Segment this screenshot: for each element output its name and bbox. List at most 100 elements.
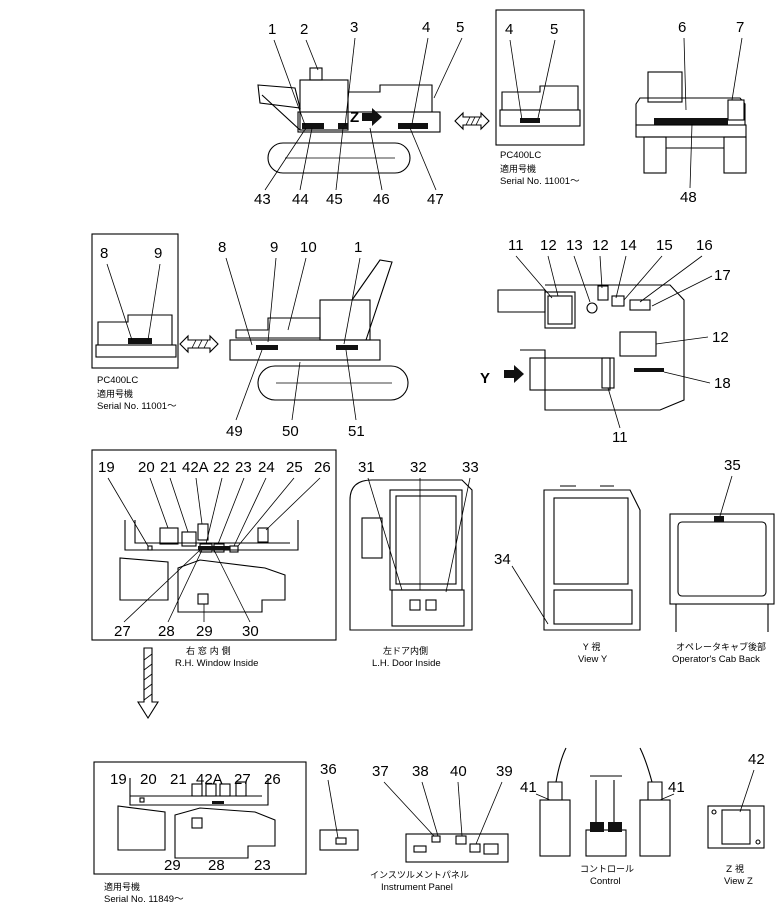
callout-39: 39 xyxy=(496,763,513,780)
callout-29: 29 xyxy=(196,623,213,640)
callout-12: 12 xyxy=(540,237,557,254)
instrument-panel-drawing xyxy=(405,833,509,863)
callout-5: 5 xyxy=(456,19,464,36)
callout-23-b: 23 xyxy=(254,857,271,874)
double-arrow-icon xyxy=(454,111,490,131)
callout-51: 51 xyxy=(348,423,365,440)
callout-4-inset: 4 xyxy=(505,21,513,38)
callout-23: 23 xyxy=(235,459,252,476)
callout-29-b: 29 xyxy=(164,857,181,874)
lh-door-drawing xyxy=(349,479,473,631)
callout-33: 33 xyxy=(462,459,479,476)
excavator-top-view: Y xyxy=(480,284,685,411)
cab-back-drawing xyxy=(669,513,775,632)
callout-14: 14 xyxy=(620,237,637,254)
callout-7: 7 xyxy=(736,19,744,36)
callout-31: 31 xyxy=(358,459,375,476)
callout-42: 42 xyxy=(748,751,765,768)
caption-pc400lc-2: PC400LC xyxy=(97,375,138,386)
callout-2: 2 xyxy=(300,21,308,38)
view-y-drawing xyxy=(543,485,641,631)
callout-26-b: 26 xyxy=(264,771,281,788)
callout-1-middle: 1 xyxy=(354,239,362,256)
control-levers-drawing xyxy=(539,747,671,857)
caption-serial-3: Serial No. 11849～ xyxy=(104,894,184,905)
callout-16: 16 xyxy=(696,237,713,254)
callout-35: 35 xyxy=(724,457,741,474)
callout-42A: 42A xyxy=(182,459,209,476)
caption-cab-back: Operator's Cab Back xyxy=(672,654,760,665)
caption-instrument: Instrument Panel xyxy=(381,882,453,893)
callout-19: 19 xyxy=(98,459,115,476)
callout-24: 24 xyxy=(258,459,275,476)
pc400lc-inset-middle xyxy=(91,233,179,369)
callout-20: 20 xyxy=(138,459,155,476)
caption-serial-jp-1: 適用号機 xyxy=(500,163,536,175)
callout-12-b: 12 xyxy=(592,237,609,254)
caption-serial-jp-3: 適用号機 xyxy=(104,881,140,893)
callout-22: 22 xyxy=(213,459,230,476)
callout-26: 26 xyxy=(314,459,331,476)
callout-41: 41 xyxy=(520,779,537,796)
callout-34: 34 xyxy=(494,551,511,568)
callout-3: 3 xyxy=(350,19,358,36)
callout-50: 50 xyxy=(282,423,299,440)
callout-30: 30 xyxy=(242,623,259,640)
callout-48: 48 xyxy=(680,189,697,206)
caption-lh-door: L.H. Door Inside xyxy=(372,658,441,669)
callout-10: 10 xyxy=(300,239,317,256)
callout-47: 47 xyxy=(427,191,444,208)
excavator-rear-view xyxy=(635,71,747,174)
callout-43: 43 xyxy=(254,191,271,208)
callout-13: 13 xyxy=(566,237,583,254)
pc400lc-inset-top xyxy=(495,9,585,146)
callout-27: 27 xyxy=(114,623,131,640)
callout-9: 9 xyxy=(270,239,278,256)
caption-serial-jp-2: 適用号機 xyxy=(97,388,133,400)
rh-window-serial-11849-inset xyxy=(93,761,307,875)
callout-21-b: 21 xyxy=(170,771,187,788)
callout-28-b: 28 xyxy=(208,857,225,874)
callout-40: 40 xyxy=(450,763,467,780)
callout-32: 32 xyxy=(410,459,427,476)
callout-5-inset: 5 xyxy=(550,21,558,38)
callout-12-c: 12 xyxy=(712,329,729,346)
callout-9-inset: 9 xyxy=(154,245,162,262)
caption-instrument-jp: インスツルメントパネル xyxy=(370,870,469,881)
rh-window-inset xyxy=(91,449,337,641)
callout-17: 17 xyxy=(714,267,731,284)
excavator-side-view-middle xyxy=(229,259,409,401)
callout-36: 36 xyxy=(320,761,337,778)
callout-25: 25 xyxy=(286,459,303,476)
callout-6: 6 xyxy=(678,19,686,36)
callout-11-b: 11 xyxy=(612,429,628,446)
callout-27-b: 27 xyxy=(234,771,251,788)
callout-8: 8 xyxy=(218,239,226,256)
callout-44: 44 xyxy=(292,191,309,208)
view-y-marker: Y xyxy=(480,370,490,387)
callout-41-b: 41 xyxy=(668,779,685,796)
callout-11: 11 xyxy=(508,237,524,254)
callout-18: 18 xyxy=(714,375,731,392)
caption-cab-back-jp: オペレータキャブ後部 xyxy=(676,641,766,653)
caption-control-jp: コントロール xyxy=(580,865,634,875)
callout-4: 4 xyxy=(422,19,430,36)
caption-control: Control xyxy=(590,876,621,887)
callout-49: 49 xyxy=(226,423,243,440)
callout-20-b: 20 xyxy=(140,771,157,788)
callout-8-inset: 8 xyxy=(100,245,108,262)
caption-view-y: View Y xyxy=(578,654,608,665)
caption-serial-1: Serial No. 11001～ xyxy=(500,176,580,187)
callout-21: 21 xyxy=(160,459,177,476)
caption-rh-window-jp: 右 窓 内 側 xyxy=(186,645,231,657)
caption-lh-door-jp: 左ドア内側 xyxy=(383,645,428,657)
view-z-marker: Z xyxy=(350,109,359,126)
callout-28: 28 xyxy=(158,623,175,640)
double-arrow-icon xyxy=(179,334,219,354)
callout-15: 15 xyxy=(656,237,673,254)
caption-pc400lc-1: PC400LC xyxy=(500,150,541,161)
caption-view-z-jp: Z 視 xyxy=(726,863,744,875)
callout-45: 45 xyxy=(326,191,343,208)
callout-42A-b: 42A xyxy=(196,771,223,788)
